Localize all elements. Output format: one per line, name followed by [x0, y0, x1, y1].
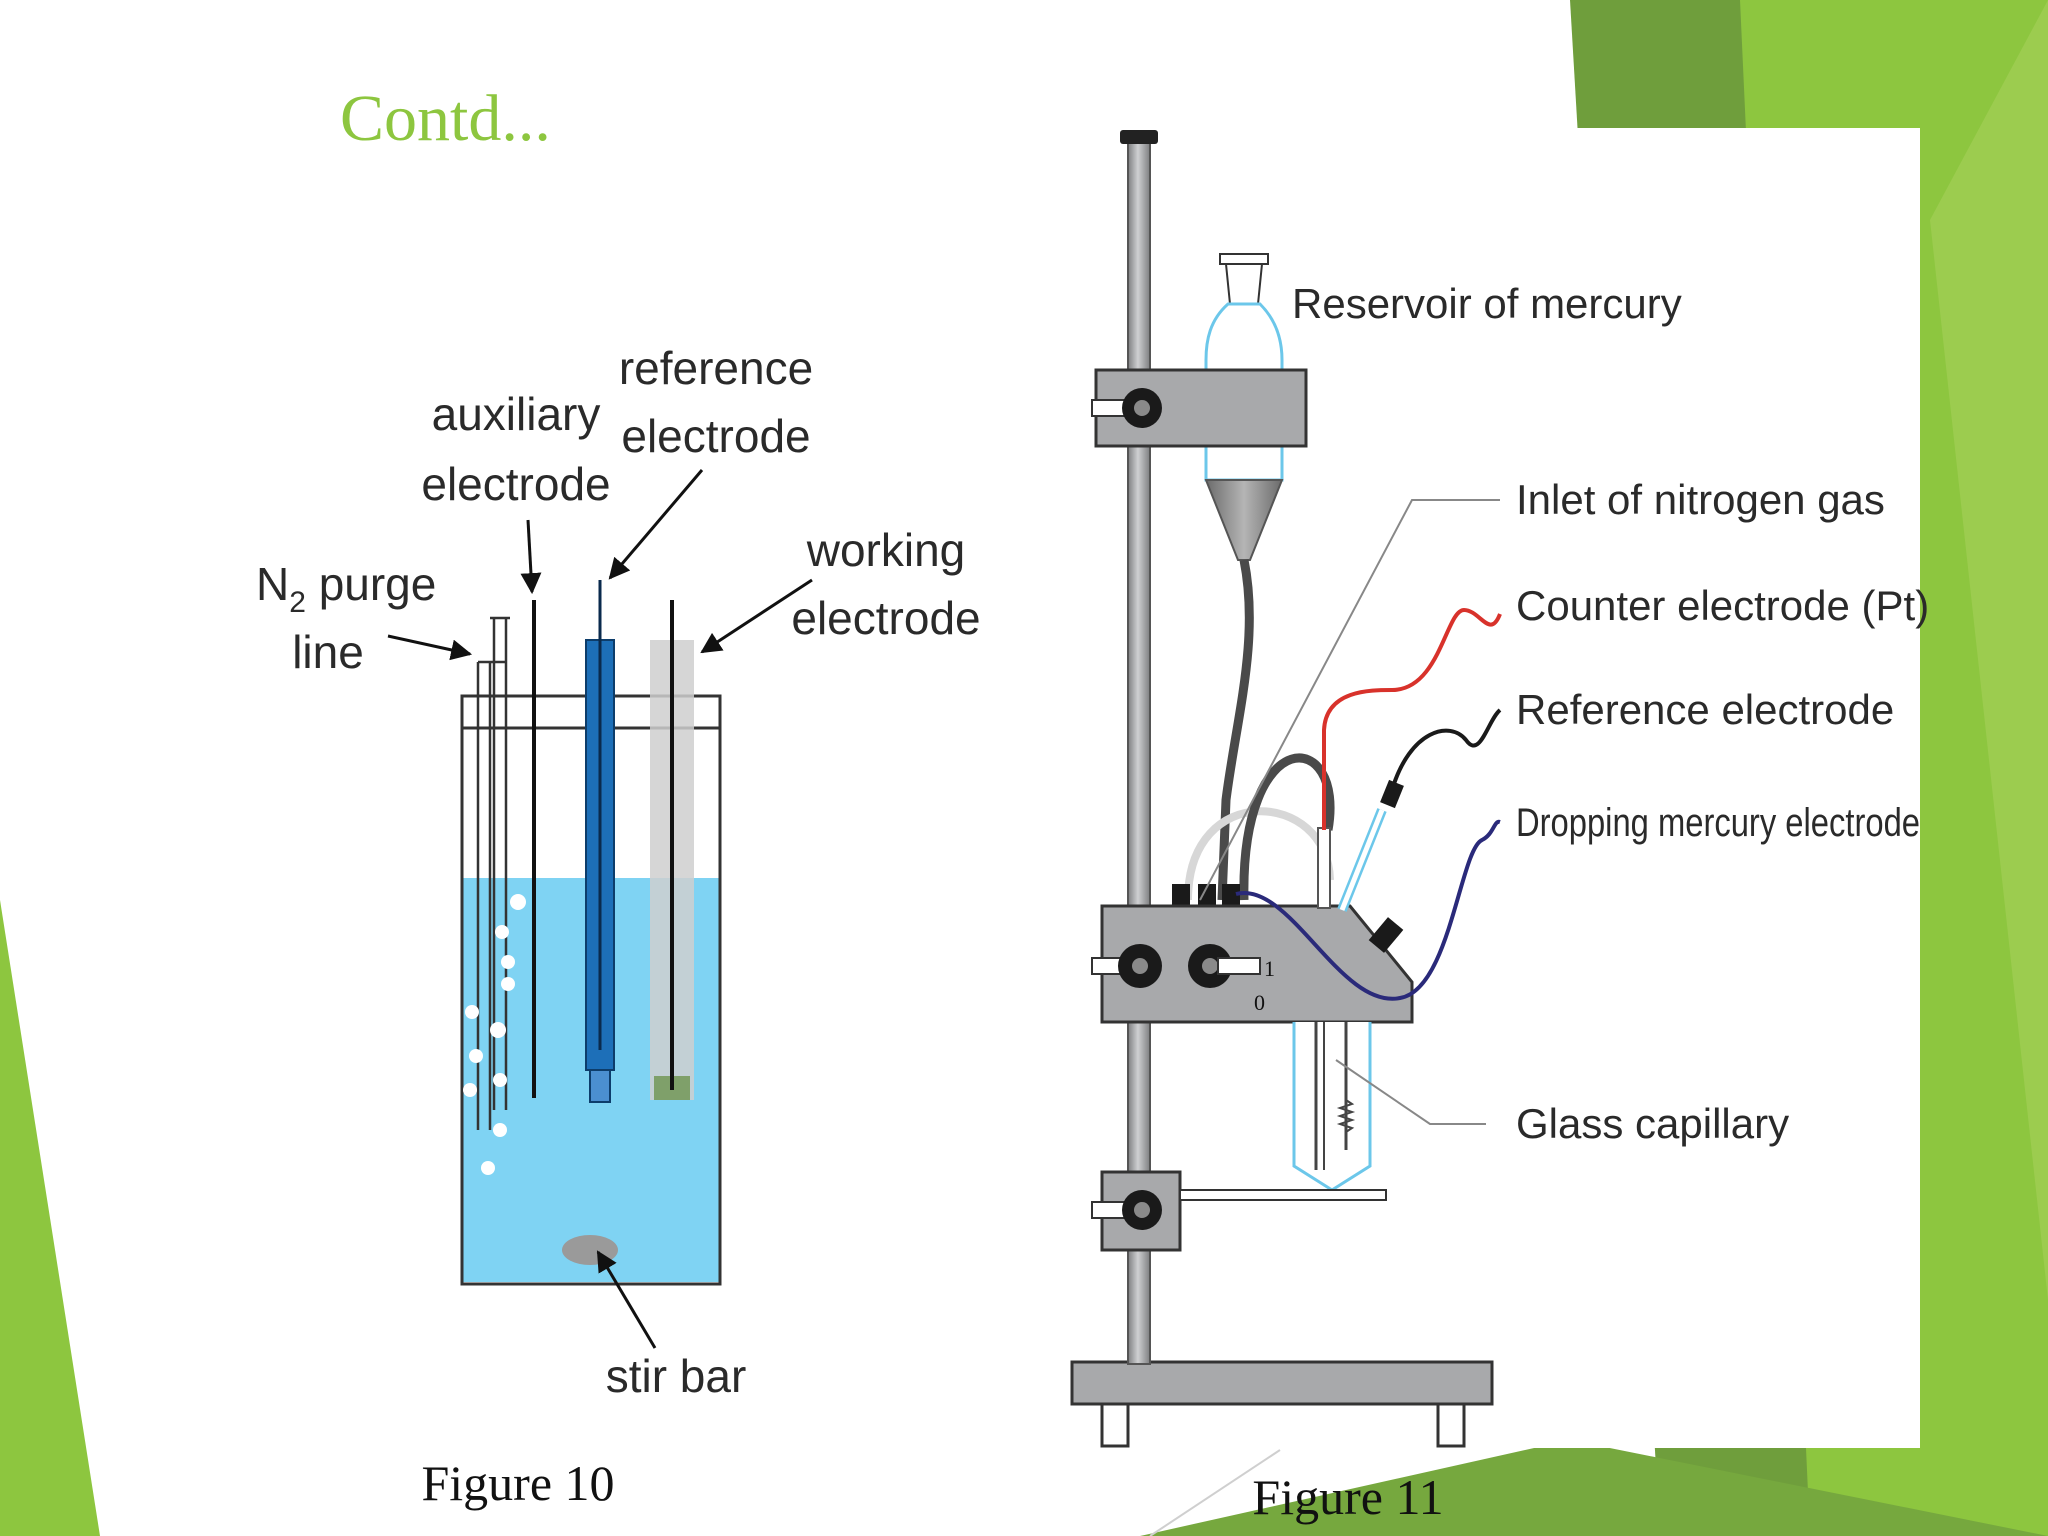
slide-title: Contd... [340, 82, 551, 155]
label-reference-line1: reference [619, 342, 813, 394]
label-reference-electrode: Reference electrode [1516, 686, 1894, 733]
decorative-line [1149, 1449, 1281, 1536]
arrow-auxiliary [520, 519, 542, 595]
label-reservoir: Reservoir of mercury [1292, 280, 1682, 327]
label-glass-capillary: Glass capillary [1516, 1100, 1789, 1147]
upper-clamp [1091, 368, 1308, 448]
counter-electrode-wire [1322, 607, 1502, 830]
label-n2-purge: N2 purge [256, 558, 436, 619]
label-auxiliary-line2: electrode [421, 458, 610, 510]
electrode-cable [1239, 753, 1335, 901]
figure11-polarograph: 1 0 [1070, 130, 1929, 1448]
figure11-caption: Figure 11 [1252, 1469, 1443, 1525]
top-connectors [1172, 884, 1240, 906]
stir-bar [562, 1235, 618, 1265]
figure10-caption: Figure 10 [421, 1455, 614, 1511]
label-n2-subscript: 2 [289, 586, 306, 619]
leader-capillary [1335, 1059, 1486, 1125]
label-auxiliary-line1: auxiliary [432, 388, 601, 440]
arrow-reference [608, 469, 704, 580]
working-electrode [650, 600, 694, 1100]
leader-nitrogen [1199, 499, 1500, 901]
dme-wire [1235, 819, 1501, 1001]
left-green-wedge [0, 900, 100, 1536]
support-arm [1179, 1189, 1387, 1201]
label-n2-line: line [292, 626, 364, 678]
figure10-arrows [387, 469, 813, 1349]
right-green-facet [1930, 0, 2048, 1300]
mercury-tube [1217, 559, 1254, 901]
main-clamp: 1 0 [1091, 904, 1414, 1024]
switch-on-label: 1 [1264, 956, 1275, 981]
stand-foot-left [1100, 1402, 1130, 1448]
label-reference-line2: electrode [621, 410, 810, 462]
gas-bubbles [463, 894, 526, 1175]
label-stir-bar: stir bar [606, 1350, 747, 1402]
bottom-green-facet [1140, 1440, 2048, 1536]
beaker-outline [460, 728, 722, 1286]
label-nitrogen-inlet: Inlet of nitrogen gas [1516, 476, 1885, 523]
reference-electrode-wire [1390, 708, 1502, 791]
arrow-working [700, 578, 813, 654]
stand-rod-cap [1120, 130, 1158, 144]
stand-foot-right [1436, 1402, 1466, 1448]
label-n2-purge-word: purge [306, 558, 436, 610]
reference-electrode [585, 580, 615, 1103]
label-n2-n: N [256, 558, 289, 610]
figure10-electrochemical-cell: auxiliary electrode reference electrode … [256, 342, 981, 1402]
arrow-purge [387, 634, 473, 661]
label-counter-electrode: Counter electrode (Pt) [1516, 582, 1929, 629]
label-working-line2: electrode [791, 592, 980, 644]
stand-base [1070, 1360, 1494, 1406]
label-dme: Dropping mercury electrode [1516, 801, 1920, 845]
glass-cell [1292, 1022, 1372, 1192]
figure11-leader-lines [1199, 499, 1500, 1125]
arrow-stir-bar [596, 1250, 657, 1349]
switch-off-label: 0 [1254, 990, 1265, 1015]
label-working-line1: working [806, 524, 966, 576]
lower-clamp [1091, 1170, 1387, 1252]
